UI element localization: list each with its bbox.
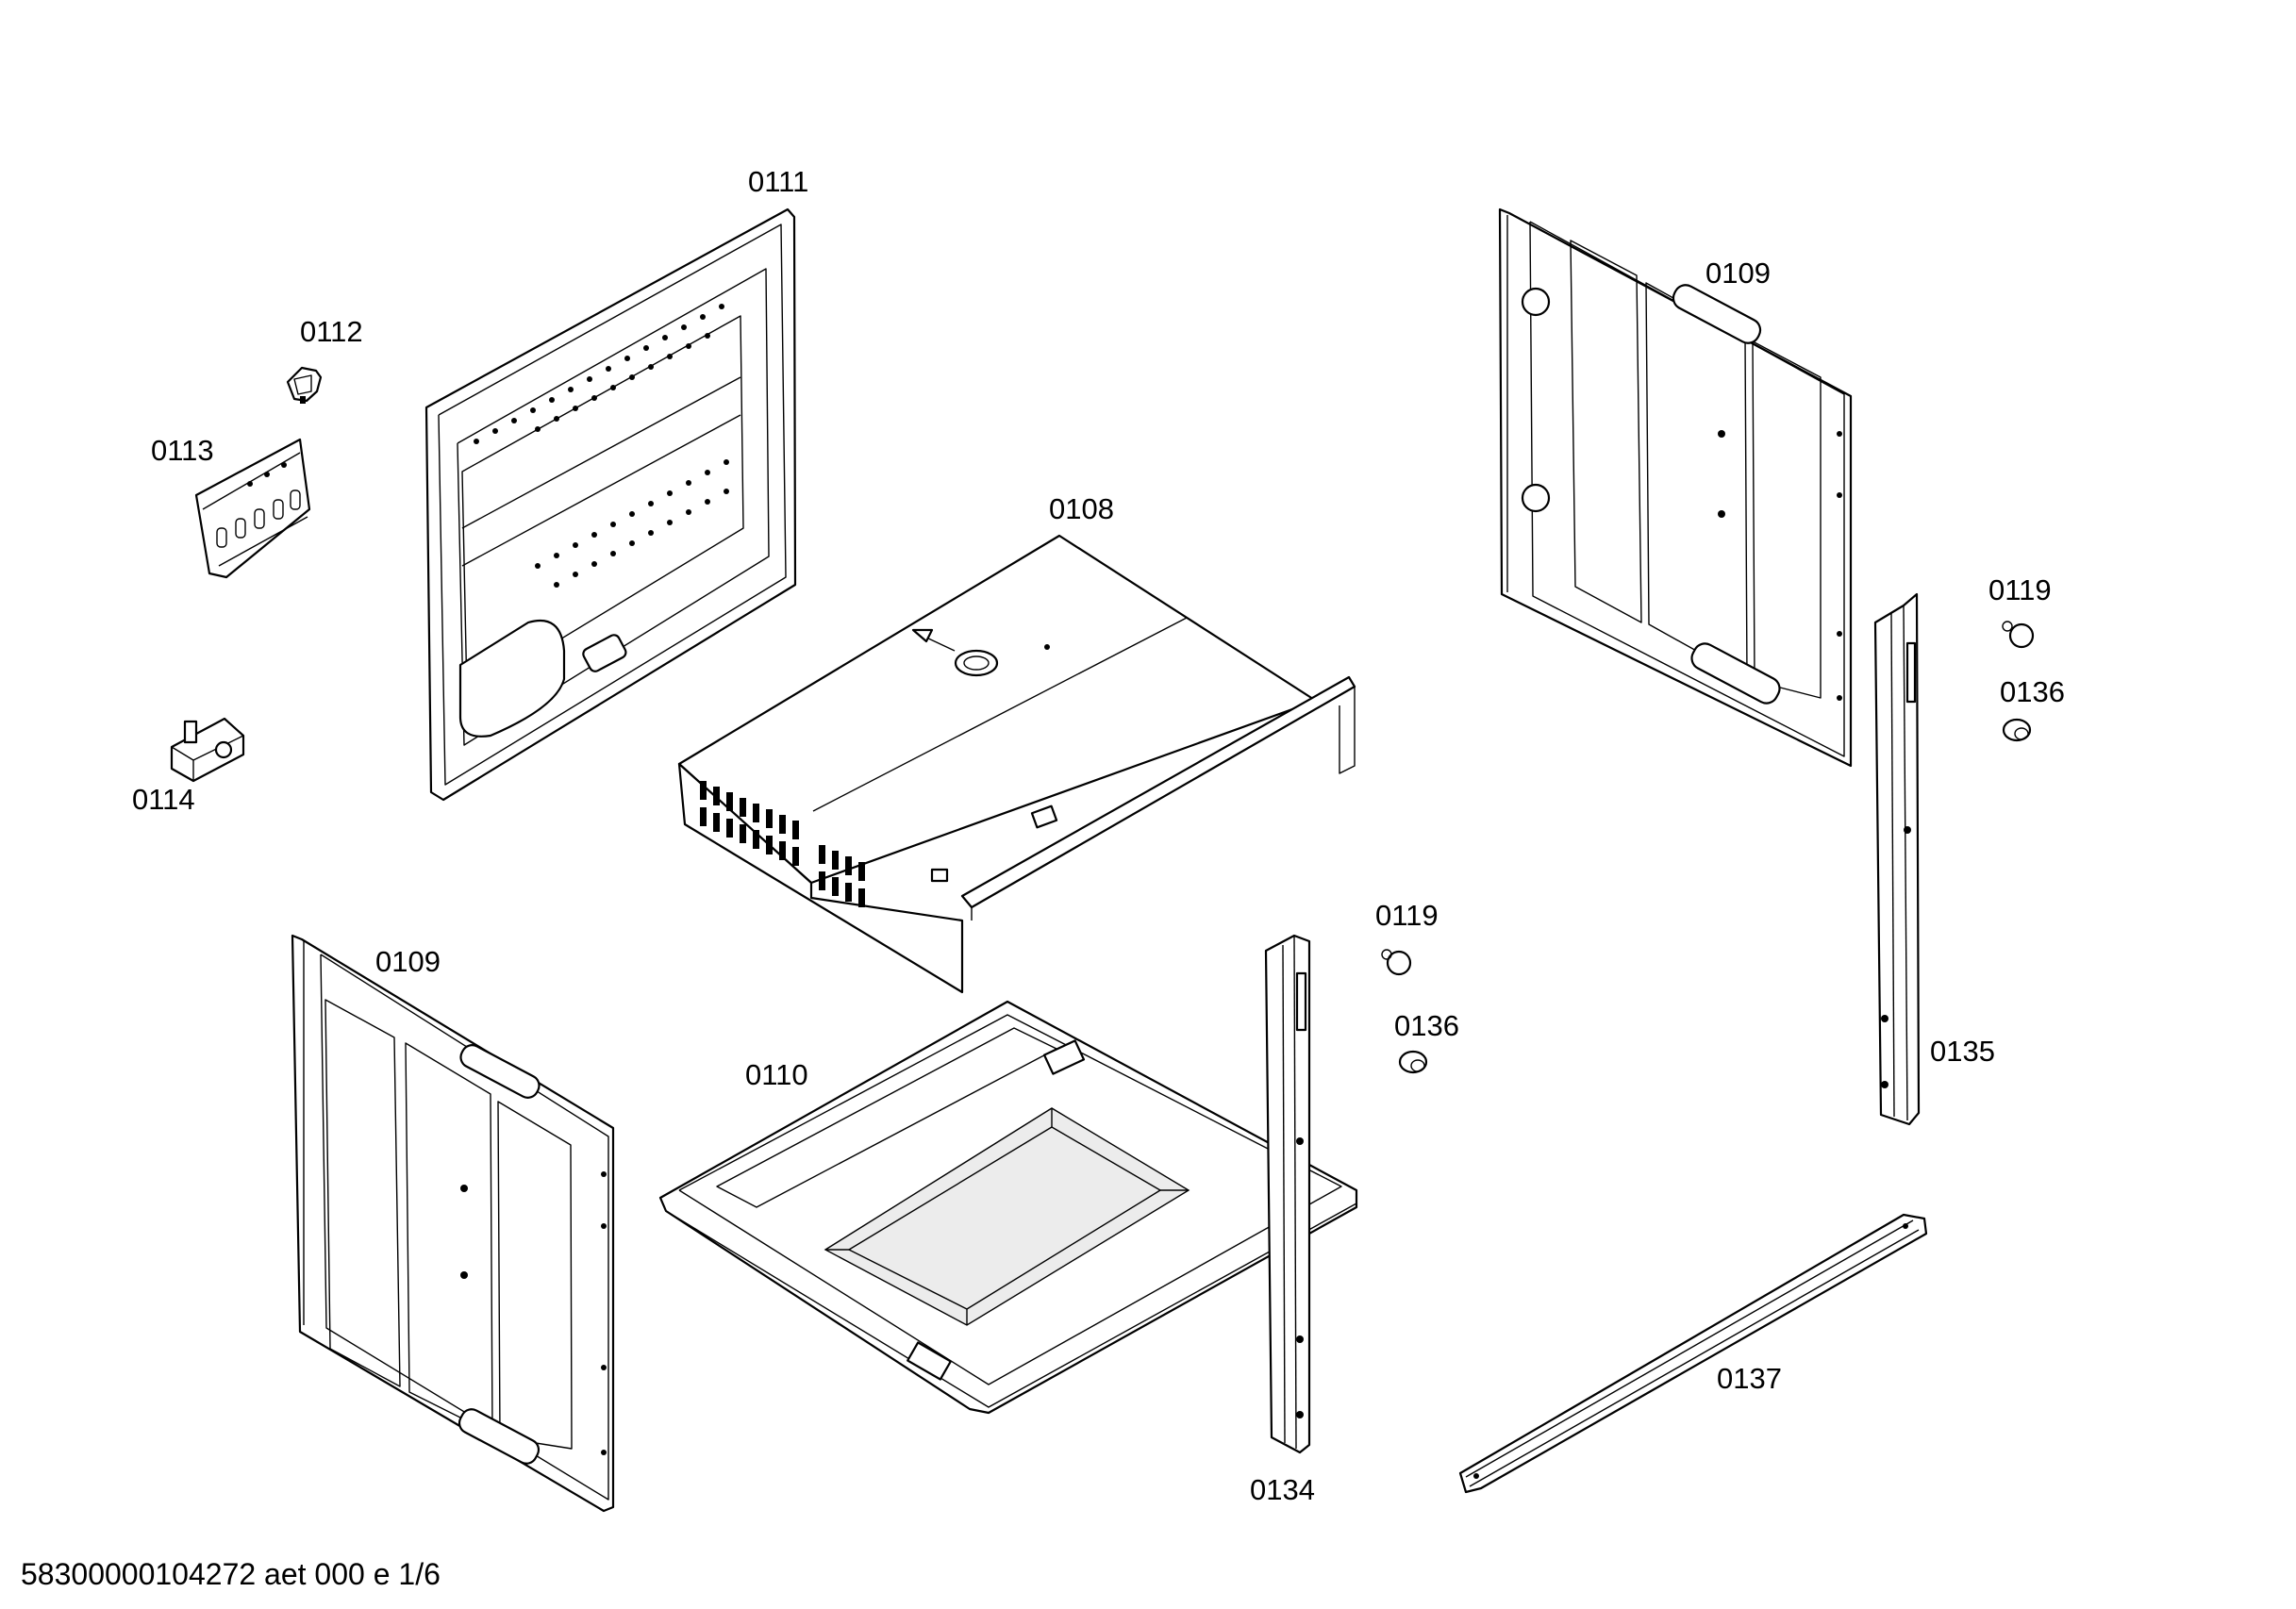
- label-0119-upper: 0119: [1988, 573, 2052, 606]
- label-0112: 0112: [300, 315, 363, 348]
- label-0136-lower: 0136: [1394, 1009, 1459, 1042]
- label-0113: 0113: [151, 434, 214, 467]
- label-0114: 0114: [132, 783, 195, 816]
- part-0112-clip[interactable]: [286, 366, 323, 404]
- part-0110-bottom-plate[interactable]: [658, 1000, 1358, 1415]
- part-0135-rail[interactable]: [1873, 592, 1921, 1126]
- drawing-reference-footer: 58300000104272 aet 000 e 1/6: [21, 1557, 441, 1591]
- part-0114-holder[interactable]: [170, 717, 245, 783]
- part-0136-bushing-lower[interactable]: [1398, 1050, 1428, 1074]
- part-0119-knob-lower[interactable]: [1381, 949, 1412, 976]
- part-0134-rail[interactable]: [1264, 934, 1311, 1454]
- label-0108: 0108: [1049, 492, 1114, 525]
- label-0119-lower: 0119: [1375, 899, 1439, 932]
- label-0109-upper: 0109: [1705, 257, 1771, 290]
- part-0113-bracket[interactable]: [194, 438, 311, 579]
- part-0137-bar[interactable]: [1458, 1213, 1928, 1494]
- label-0111: 0111: [748, 165, 808, 198]
- label-0135: 0135: [1930, 1035, 1995, 1068]
- part-0136-bushing-upper[interactable]: [2002, 718, 2032, 742]
- part-0108-top-cover[interactable]: [677, 534, 1356, 994]
- part-0111-back-panel[interactable]: [424, 207, 797, 802]
- label-0110: 0110: [745, 1058, 808, 1091]
- label-0137: 0137: [1717, 1362, 1782, 1395]
- label-0136-upper: 0136: [2000, 675, 2065, 708]
- part-0109-side-panel-lower[interactable]: [291, 934, 615, 1513]
- label-0134: 0134: [1250, 1473, 1315, 1506]
- part-0109-side-panel-upper[interactable]: [1498, 207, 1853, 768]
- label-0109-lower: 0109: [375, 945, 441, 978]
- part-0119-knob-upper[interactable]: [2002, 621, 2035, 649]
